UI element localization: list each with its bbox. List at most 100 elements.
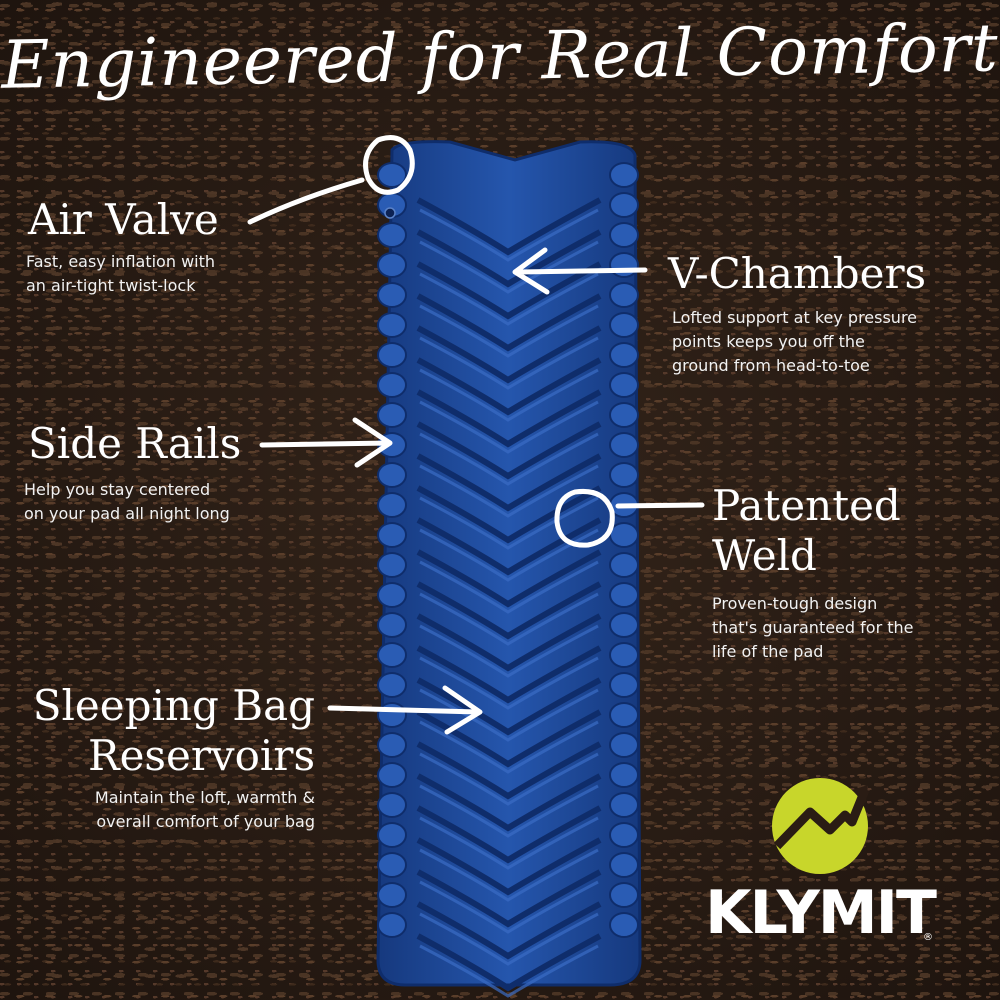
v-chamber-weld: [416, 293, 602, 352]
v-chamber-weld: [416, 261, 602, 320]
v-chamber-weld: [416, 581, 602, 640]
v-chambers-label: V-Chambers: [668, 249, 927, 298]
side-rail-bump: [609, 912, 639, 938]
v-chambers-desc-3: ground from head-to-toe: [672, 356, 870, 375]
side-rail-bump: [377, 552, 407, 578]
v-chamber-highlight: [419, 624, 599, 678]
v-chamber-highlight: [419, 752, 599, 806]
side-rail-bump: [609, 192, 639, 218]
side-rail-bump: [609, 762, 639, 788]
side-rail-bump: [377, 522, 407, 548]
side-rail-bump: [377, 612, 407, 638]
side-rail-bump: [377, 642, 407, 668]
patented-weld-desc-2: that's guaranteed for the: [712, 618, 914, 637]
side-rail-bump: [377, 792, 407, 818]
v-chamber-highlight: [419, 688, 599, 742]
v-chamber-highlight: [419, 208, 599, 262]
side-rail-bump: [609, 852, 639, 878]
v-chamber-highlight: [419, 912, 599, 966]
side-rail-bump: [377, 492, 407, 518]
sleeping-bag-label-1: Sleeping Bag: [32, 681, 315, 730]
side-rail-bump: [377, 702, 407, 728]
air-valve: [384, 207, 396, 219]
v-chamber-weld: [416, 517, 602, 576]
v-chamber-highlight: [419, 528, 599, 582]
v-chamber-weld: [416, 805, 602, 864]
v-chamber-weld: [416, 197, 602, 256]
v-chamber-weld: [416, 645, 602, 704]
v-chamber-weld: [416, 229, 602, 288]
sleeping-pad: [376, 140, 642, 987]
side-rail-bump: [377, 222, 407, 248]
patented-weld-circle-mark: [554, 488, 615, 548]
v-chamber-highlight: [419, 272, 599, 326]
v-chamber-highlight: [419, 560, 599, 614]
v-chamber-highlight: [419, 400, 599, 454]
v-chamber-highlight: [419, 368, 599, 422]
side-rail-bump: [609, 672, 639, 698]
side-rail-bump: [377, 582, 407, 608]
side-rail-bump: [377, 252, 407, 278]
v-chamber-weld: [416, 773, 602, 832]
side-rail-bump: [377, 822, 407, 848]
side-rail-bump: [609, 162, 639, 188]
v-chamber-weld: [416, 933, 602, 992]
side-rail-bump: [609, 822, 639, 848]
v-chambers-desc-1: Lofted support at key pressure: [672, 308, 918, 327]
v-chamber-highlight: [419, 720, 599, 774]
side-rail-bump: [377, 852, 407, 878]
side-rail-bump: [377, 312, 407, 338]
side-rail-bump: [377, 342, 407, 368]
v-chambers-arrow: [512, 247, 648, 295]
v-chamber-weld: [416, 389, 602, 448]
v-chamber-highlight: [419, 464, 599, 518]
v-chamber-weld: [416, 357, 602, 416]
v-chamber-weld: [416, 453, 602, 512]
registered-mark: ®: [923, 932, 933, 943]
side-rail-bump: [377, 882, 407, 908]
side-rail-bump: [377, 402, 407, 428]
v-chamber-highlight: [419, 784, 599, 838]
v-chamber-highlight: [419, 240, 599, 294]
side-rail-bump: [609, 552, 639, 578]
v-chamber-highlight: [419, 944, 599, 998]
side-rail-bump: [377, 732, 407, 758]
v-chamber-highlight: [419, 304, 599, 358]
v-chamber-highlight: [419, 880, 599, 934]
side-rails-desc-1: Help you stay centered: [24, 480, 211, 499]
patented-weld-label-2: Weld: [712, 531, 817, 580]
klymit-logo-mark: [772, 778, 870, 874]
v-chamber-highlight: [419, 336, 599, 390]
v-chamber-weld: [416, 421, 602, 480]
v-chamber-weld: [416, 613, 602, 672]
side-rail-bump: [377, 762, 407, 788]
sleeping-bag-label-2: Reservoirs: [87, 731, 315, 780]
v-chamber-weld: [416, 325, 602, 384]
side-rail-bump: [609, 792, 639, 818]
patented-weld-pointer-line: [615, 502, 705, 509]
side-rail-bump: [609, 642, 639, 668]
v-chamber-highlight: [419, 496, 599, 550]
sleeping-bag-desc-2: overall comfort of your bag: [96, 812, 315, 831]
side-rails-arrow: [259, 417, 393, 468]
side-rail-bump: [377, 672, 407, 698]
v-chamber-weld: [416, 677, 602, 736]
v-chamber-highlight: [419, 656, 599, 710]
side-rail-bump: [609, 462, 639, 488]
air-valve-pointer-line: [247, 177, 365, 225]
side-rail-bump: [609, 252, 639, 278]
v-chamber-weld: [416, 869, 602, 928]
side-rails-desc-2: on your pad all night long: [24, 504, 230, 523]
v-chamber-weld: [416, 741, 602, 800]
side-rail-bump: [609, 372, 639, 398]
v-chamber-highlight: [419, 848, 599, 902]
v-chamber-weld: [416, 549, 602, 608]
side-rail-bump: [377, 462, 407, 488]
side-rail-bump: [377, 372, 407, 398]
sleeping-bag-arrow: [327, 685, 483, 735]
v-chamber-highlight: [419, 432, 599, 486]
air-valve-desc-1: Fast, easy inflation with: [26, 252, 216, 271]
side-rail-bump: [609, 282, 639, 308]
